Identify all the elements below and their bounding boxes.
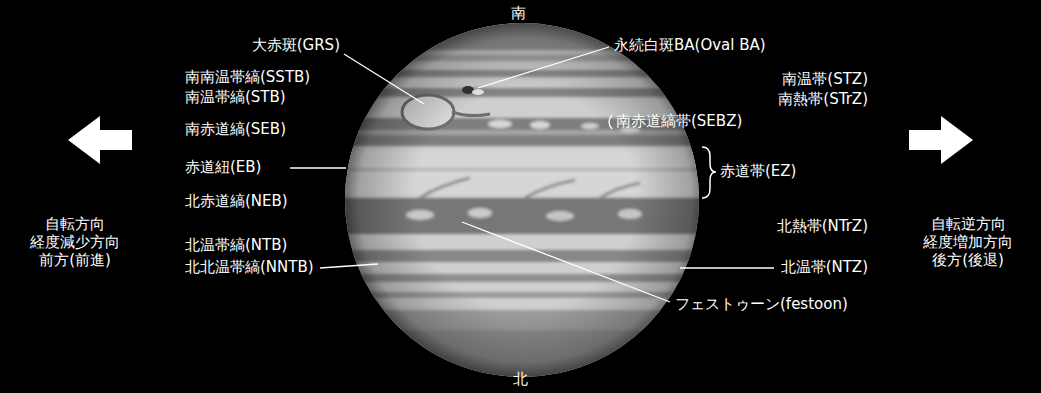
feature-label: フェストゥーン(festoon): [675, 296, 848, 313]
arrow-caption: 経度増加方向: [923, 234, 1013, 251]
leader-lines: [290, 47, 774, 302]
band-label: 南赤道縞帯(SEBZ): [616, 113, 742, 130]
band-label: 北温帯(NTZ): [781, 259, 868, 276]
feature-label: 大赤斑(GRS): [252, 37, 340, 54]
band-label: 北熱帯(NTrZ): [777, 218, 868, 235]
band-label: 赤道紐(EB): [185, 159, 261, 176]
band-label: 赤道帯(EZ): [720, 163, 796, 180]
direction-label: 南: [511, 5, 526, 22]
band-label: 南南温帯縞(SSTB): [185, 69, 310, 86]
band-label: 南赤道縞(SEB): [185, 121, 286, 138]
band-label: 南温帯縞(STB): [185, 89, 286, 106]
arrow-caption: 自転逆方向: [931, 216, 1006, 233]
band-label: 南温帯(STZ): [782, 71, 868, 88]
band-label: 北北温帯縞(NNTB): [185, 259, 314, 276]
band-label: 北赤道縞(NEB): [185, 193, 288, 210]
rotation-arrow: [68, 116, 132, 164]
band-label: 南熱帯(STrZ): [778, 91, 868, 108]
direction-label: 北: [513, 371, 528, 388]
arrow-caption: 経度減少方向: [30, 234, 120, 251]
band-label: 北温帯縞(NTB): [185, 237, 287, 254]
planet-disk: [340, 20, 710, 380]
arrow-caption: 前方(前進): [39, 252, 111, 269]
arrow-caption: 自転方向: [45, 216, 105, 233]
arrow-caption: 後方(後退): [932, 252, 1004, 269]
feature-label: 永続白斑BA(Oval BA): [614, 37, 766, 54]
retrograde-arrow: [909, 116, 973, 164]
